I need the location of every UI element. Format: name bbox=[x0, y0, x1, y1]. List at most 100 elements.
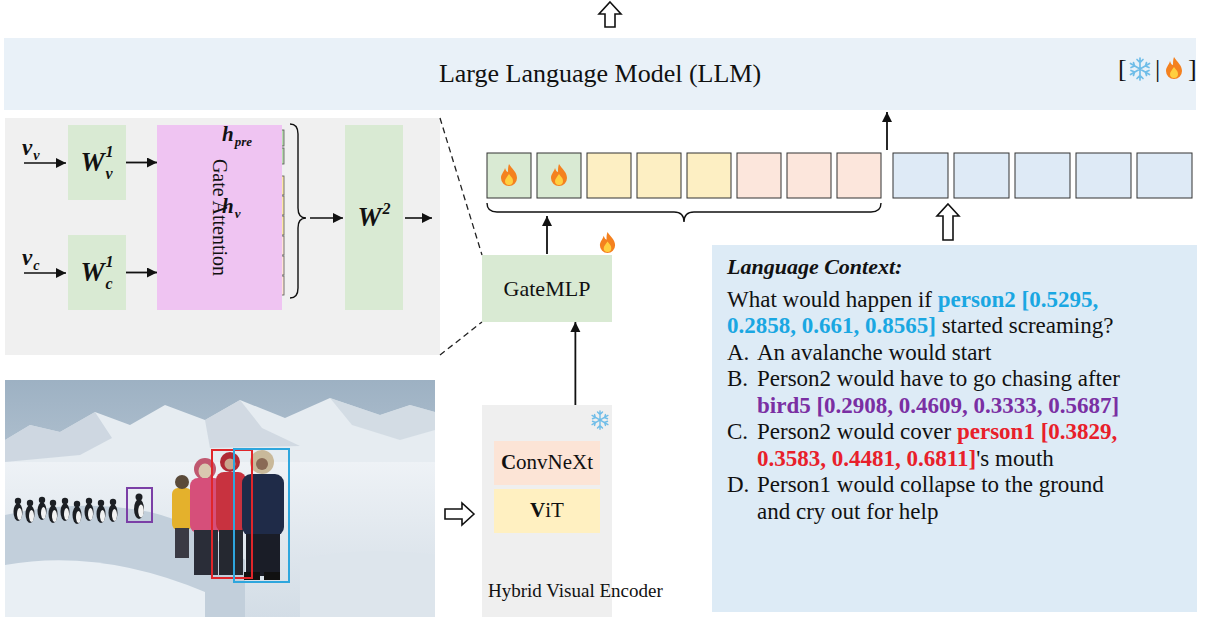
photo bbox=[110, 499, 116, 505]
photo bbox=[172, 488, 192, 530]
answer-option: D.Person1 would collapse to the ground a… bbox=[727, 472, 1189, 525]
trainable-icon bbox=[551, 164, 567, 186]
superscript: 1 bbox=[106, 254, 114, 270]
token-row bbox=[487, 153, 1192, 198]
brace bbox=[290, 124, 306, 298]
grounded-object: bird5 [0.2908, 0.4609, 0.3333, 0.5687] bbox=[757, 393, 1119, 418]
photo bbox=[86, 498, 92, 504]
box-label: Large Language Model (LLM) bbox=[439, 59, 761, 89]
encoder-panel: Hybrid Visual EncoderConvNeXtViT bbox=[482, 405, 669, 617]
flow-arrow bbox=[886, 112, 888, 150]
photo bbox=[234, 449, 289, 582]
photo bbox=[14, 494, 145, 525]
input-arrow bbox=[24, 272, 66, 274]
weight-box: W2 bbox=[345, 125, 403, 310]
token-row bbox=[687, 153, 731, 198]
trainable-icon bbox=[501, 164, 517, 186]
frozen-icon bbox=[592, 411, 608, 429]
option-text: Person2 would have to go chasing after b… bbox=[757, 366, 1132, 419]
photo bbox=[5, 380, 435, 617]
photo bbox=[50, 500, 56, 506]
flow-arrow bbox=[310, 217, 343, 219]
photo bbox=[199, 464, 212, 479]
context-panel: Language Context:What would happen if pe… bbox=[712, 245, 1197, 612]
photo bbox=[264, 572, 280, 580]
encoder-box: ConvNeXt bbox=[494, 441, 600, 485]
math-index: 1c bbox=[106, 254, 114, 292]
token-row bbox=[637, 153, 681, 198]
photo bbox=[5, 412, 112, 462]
photo bbox=[205, 400, 300, 448]
math-label: vc bbox=[22, 246, 40, 272]
photo bbox=[5, 560, 205, 617]
photo bbox=[15, 498, 21, 504]
token-row bbox=[893, 153, 948, 198]
context-text: An avalanche would start bbox=[757, 340, 991, 365]
connector-arrow bbox=[126, 272, 157, 274]
context-text: Person2 would cover bbox=[757, 419, 951, 444]
answer-option: A.An avalanche would start bbox=[727, 340, 1189, 367]
option-letter: A. bbox=[727, 340, 757, 367]
photo bbox=[250, 450, 274, 474]
photo bbox=[5, 462, 435, 617]
math-symbol: v bbox=[22, 135, 32, 160]
photo bbox=[330, 398, 435, 440]
token-row bbox=[1015, 153, 1070, 198]
box-label: GateMLP bbox=[504, 276, 591, 302]
photo bbox=[136, 494, 143, 501]
zoom-line bbox=[440, 118, 482, 255]
answer-option: B.Person2 would have to go chasing after… bbox=[727, 366, 1189, 419]
hollow-arrow bbox=[599, 2, 621, 27]
encoder-box: ViT bbox=[494, 489, 600, 533]
math-label: hv bbox=[222, 196, 240, 220]
subscript: v bbox=[33, 147, 39, 163]
llm-band: Large Language Model (LLM) bbox=[4, 38, 1196, 110]
token-row bbox=[537, 153, 581, 198]
subscript: c bbox=[106, 276, 114, 292]
option-letter: D. bbox=[727, 472, 757, 525]
bracket-mark: [ bbox=[1118, 56, 1127, 82]
detail-panel bbox=[5, 118, 440, 355]
superscript: 1 bbox=[106, 144, 114, 160]
photo bbox=[5, 398, 435, 470]
option-letter: C. bbox=[727, 419, 757, 472]
math-symbol: W bbox=[80, 147, 104, 178]
gatemlp-box: GateMLP bbox=[482, 255, 612, 322]
photo bbox=[14, 503, 23, 521]
photo bbox=[194, 530, 218, 575]
photo bbox=[39, 497, 45, 503]
token-row bbox=[487, 153, 531, 198]
subscript: pre bbox=[235, 134, 252, 149]
token-row bbox=[587, 153, 631, 198]
photo bbox=[62, 498, 68, 504]
question: What would happen if person2 [0.5295, 0.… bbox=[727, 287, 1127, 340]
subscript: v bbox=[106, 166, 114, 182]
photo bbox=[175, 528, 189, 558]
hollow-arrow bbox=[445, 503, 474, 525]
photo bbox=[175, 475, 189, 489]
token-row bbox=[1076, 153, 1131, 198]
photo bbox=[26, 505, 35, 523]
photo bbox=[300, 551, 435, 617]
option-text: Person1 would collapse to the ground and… bbox=[757, 472, 1132, 525]
gate-attention-box: Gate Attention bbox=[157, 125, 282, 310]
token-row bbox=[787, 153, 831, 198]
llm-band-fill bbox=[4, 38, 1196, 110]
math-index: 1v bbox=[106, 144, 114, 182]
token-row bbox=[1137, 153, 1192, 198]
photo bbox=[17, 508, 22, 520]
box-label: ConvNeXt bbox=[501, 450, 593, 475]
photo bbox=[41, 507, 46, 519]
photo bbox=[64, 508, 69, 520]
token-row bbox=[954, 153, 1009, 198]
math-label: hpre bbox=[222, 124, 252, 148]
math-symbol: h bbox=[222, 122, 234, 146]
option-text: Person2 would cover person1 [0.3829, 0.3… bbox=[757, 419, 1132, 472]
answer-option: C.Person2 would cover person1 [0.3829, 0… bbox=[727, 419, 1189, 472]
bracket-mark: [ bbox=[1118, 54, 1127, 83]
box-label: ViT bbox=[530, 498, 564, 523]
context-text: 's mouth bbox=[976, 446, 1054, 471]
connector-arrow bbox=[126, 162, 157, 164]
photo bbox=[109, 504, 118, 522]
